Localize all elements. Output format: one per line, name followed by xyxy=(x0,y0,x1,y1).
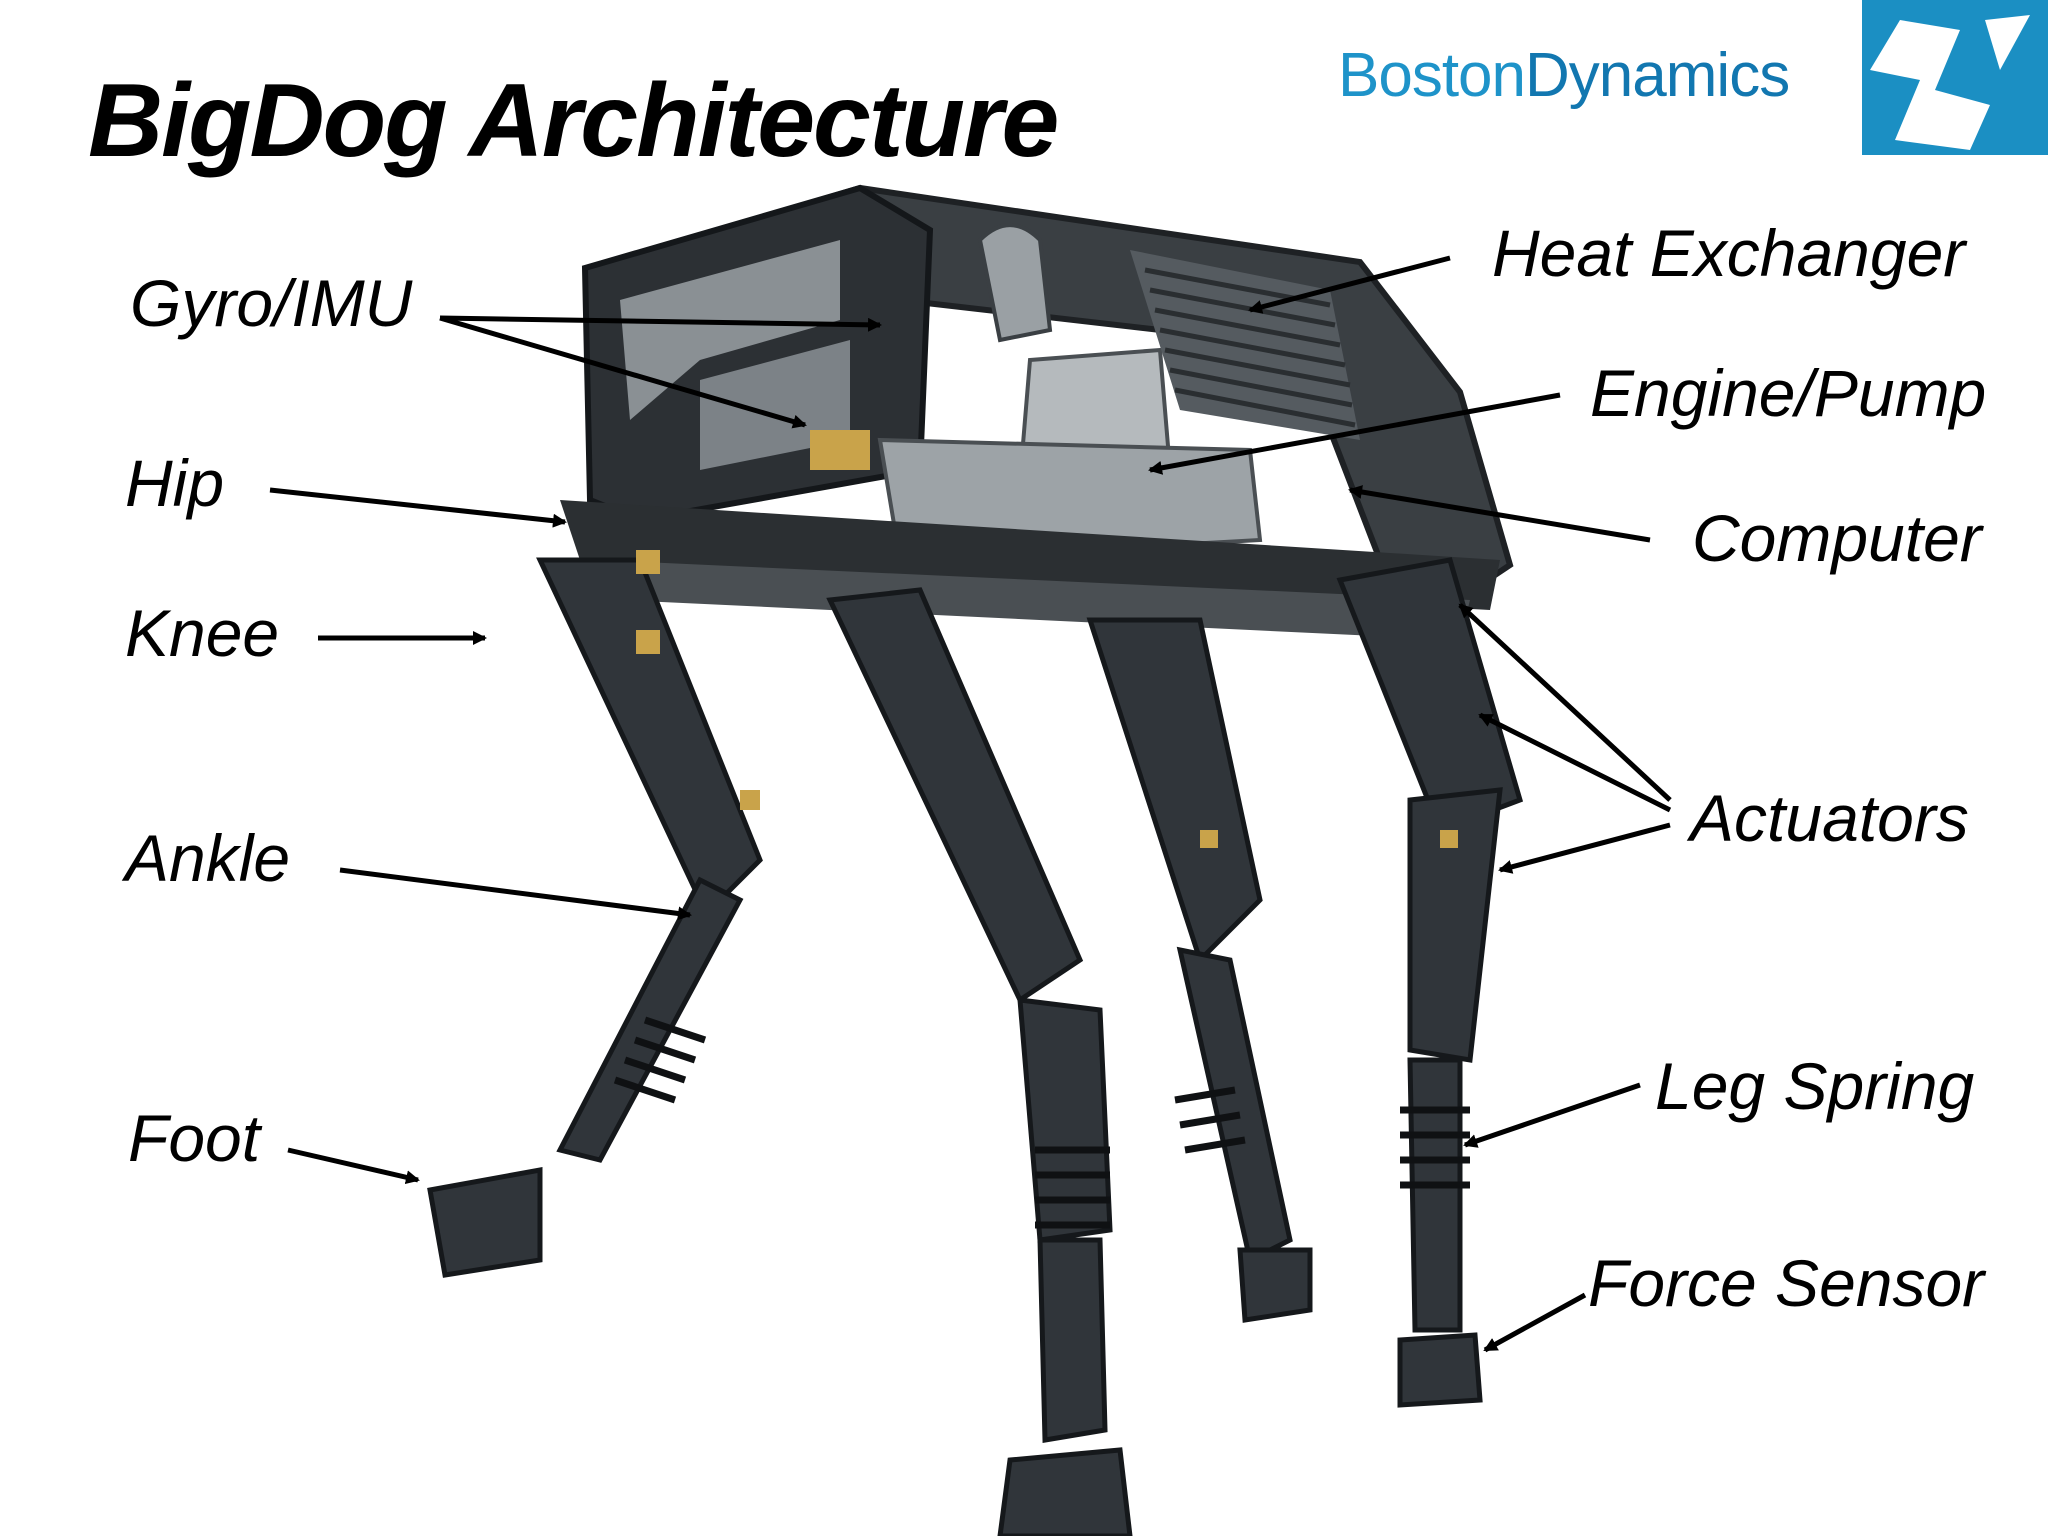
actuators-arrow-2 xyxy=(1478,712,1672,813)
ankle-arrow xyxy=(339,867,692,921)
label-ankle: Ankle xyxy=(125,821,291,895)
label-force-sensor: Force Sensor xyxy=(1588,1246,1985,1320)
robot-legs xyxy=(427,557,1524,1536)
label-knee: Knee xyxy=(125,596,280,670)
actuators-arrow-3 xyxy=(1498,822,1671,874)
label-heat-exchanger: Heat Exchanger xyxy=(1492,216,1966,290)
label-gyro-imu: Gyro/IMU xyxy=(130,266,413,340)
foot-arrow xyxy=(287,1147,420,1185)
heat-exchanger-arrow xyxy=(1248,255,1451,314)
computer-arrow xyxy=(1348,485,1651,543)
actuators-arrow-1 xyxy=(1458,603,1672,802)
leg-spring-arrow xyxy=(1463,1082,1641,1148)
hip-arrow xyxy=(269,487,567,528)
label-actuators: Actuators xyxy=(1690,781,1969,855)
gyro-arrow-2 xyxy=(439,315,882,332)
label-leg-spring: Leg Spring xyxy=(1655,1049,1975,1123)
boston-dynamics-logo-mark xyxy=(1862,0,2048,155)
company-logo-text: BostonDynamics xyxy=(1338,40,1790,111)
robot-leg-springs xyxy=(613,1016,1470,1229)
robot-body-frame xyxy=(560,184,1514,640)
logo-word-boston: Boston xyxy=(1338,41,1526,110)
engine-pump-arrow xyxy=(1148,392,1561,475)
diagram-title: BigDog Architecture xyxy=(88,63,1059,179)
label-computer: Computer xyxy=(1692,501,1982,575)
label-hip: Hip xyxy=(125,446,225,520)
label-foot: Foot xyxy=(128,1101,261,1175)
annotation-arrows xyxy=(269,255,1672,1353)
force-sensor-arrow xyxy=(1483,1292,1587,1353)
logo-word-dynamics: Dynamics xyxy=(1525,41,1790,110)
gyro-arrow-1 xyxy=(439,315,807,429)
label-engine-pump: Engine/Pump xyxy=(1590,356,1987,430)
